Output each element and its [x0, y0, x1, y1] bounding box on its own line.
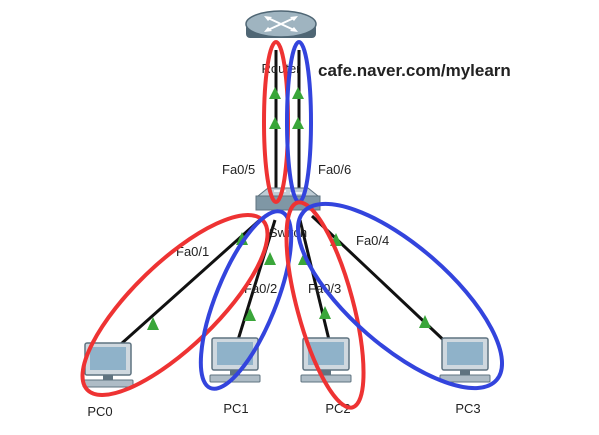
pc1-label: PC1 [223, 401, 248, 416]
port-label-fa0-4: Fa0/4 [356, 233, 389, 248]
watermark-text: cafe.naver.com/mylearn [318, 61, 511, 80]
link-up-indicator [244, 308, 256, 321]
link-up-indicator [269, 117, 281, 129]
red-highlight-pc2-link [284, 200, 366, 410]
blue-highlight-pc3-link [295, 201, 505, 391]
link-up-indicator [292, 117, 304, 129]
pc3-label: PC3 [455, 401, 480, 416]
blue-highlight-pc1-link [198, 209, 294, 391]
link-up-indicator [269, 87, 281, 99]
link-up-indicator [236, 232, 248, 245]
link-up-indicator [264, 252, 276, 265]
router-icon [245, 10, 317, 38]
port-label-fa0-5: Fa0/5 [222, 162, 255, 177]
link-up-indicator [319, 306, 331, 319]
link-switch-pc0[interactable] [111, 216, 263, 354]
port-label-fa0-1: Fa0/1 [176, 244, 209, 259]
link-up-indicator [292, 87, 304, 99]
link-up-indicator [147, 317, 159, 330]
link-up-indicator [419, 315, 431, 328]
port-label-fa0-2: Fa0/2 [244, 281, 277, 296]
pc3-device[interactable]: PC3 [439, 337, 491, 416]
pc0-label: PC0 [87, 404, 112, 419]
router-device[interactable]: Router [245, 10, 317, 76]
link-switch-pc2[interactable] [298, 219, 332, 345]
port-label-fa0-6: Fa0/6 [318, 162, 351, 177]
pc-icon [439, 337, 491, 383]
pc0-device[interactable]: PC0 [82, 342, 134, 419]
highlight-annotations [80, 40, 505, 410]
pc-icon [82, 342, 134, 388]
